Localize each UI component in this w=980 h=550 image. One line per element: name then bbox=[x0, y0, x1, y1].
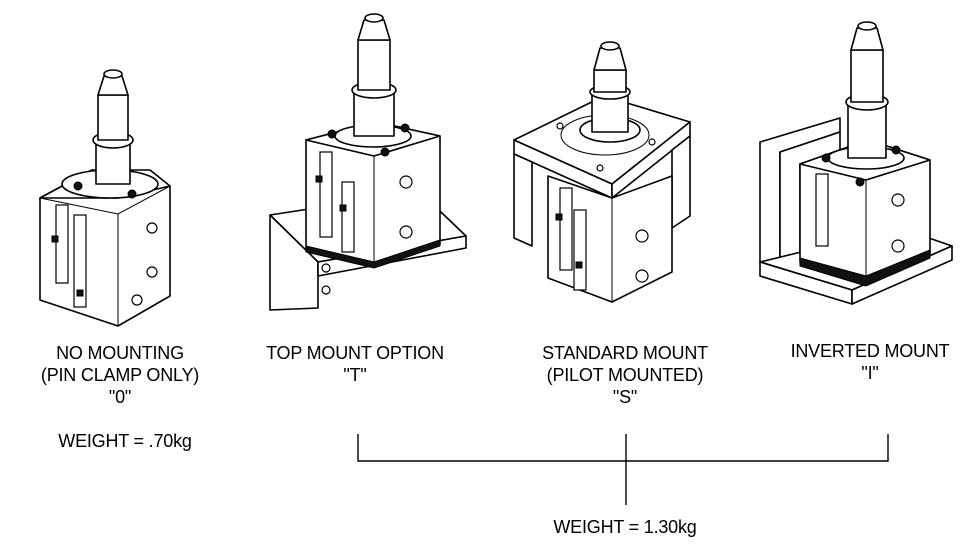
weight-no-mount: WEIGHT = .70kg bbox=[30, 430, 220, 452]
standard-mount-illustration bbox=[513, 41, 691, 303]
option-code: "T" bbox=[343, 365, 367, 385]
weight-mounted-text: WEIGHT = 1.30kg bbox=[553, 517, 697, 537]
option-code: "0" bbox=[108, 387, 132, 407]
option-name: TOP MOUNT OPTION bbox=[266, 343, 444, 363]
option-subtitle: (PILOT MOUNTED) bbox=[546, 365, 704, 385]
pin-clamp-no-mount-illustration bbox=[39, 69, 171, 327]
option-name: INVERTED MOUNT bbox=[790, 341, 950, 361]
option-name: NO MOUNTING bbox=[56, 343, 184, 363]
top-mount-illustration bbox=[269, 13, 467, 311]
option-label-top-mount: TOP MOUNT OPTION "T" bbox=[235, 342, 475, 386]
option-code: "S" bbox=[612, 387, 638, 407]
option-label-inverted-mount: INVERTED MOUNT "I" bbox=[762, 340, 978, 384]
option-code: "I" bbox=[861, 363, 879, 383]
weight-group-bracket bbox=[357, 434, 889, 505]
option-label-standard-mount: STANDARD MOUNT (PILOT MOUNTED) "S" bbox=[510, 342, 740, 408]
inverted-mount-illustration bbox=[759, 21, 953, 305]
option-subtitle: (PIN CLAMP ONLY) bbox=[40, 365, 200, 385]
weight-mounted: WEIGHT = 1.30kg bbox=[520, 516, 730, 538]
option-name: STANDARD MOUNT bbox=[542, 343, 708, 363]
weight-no-mount-text: WEIGHT = .70kg bbox=[58, 431, 192, 451]
option-label-no-mount: NO MOUNTING (PIN CLAMP ONLY) "0" bbox=[15, 342, 225, 408]
